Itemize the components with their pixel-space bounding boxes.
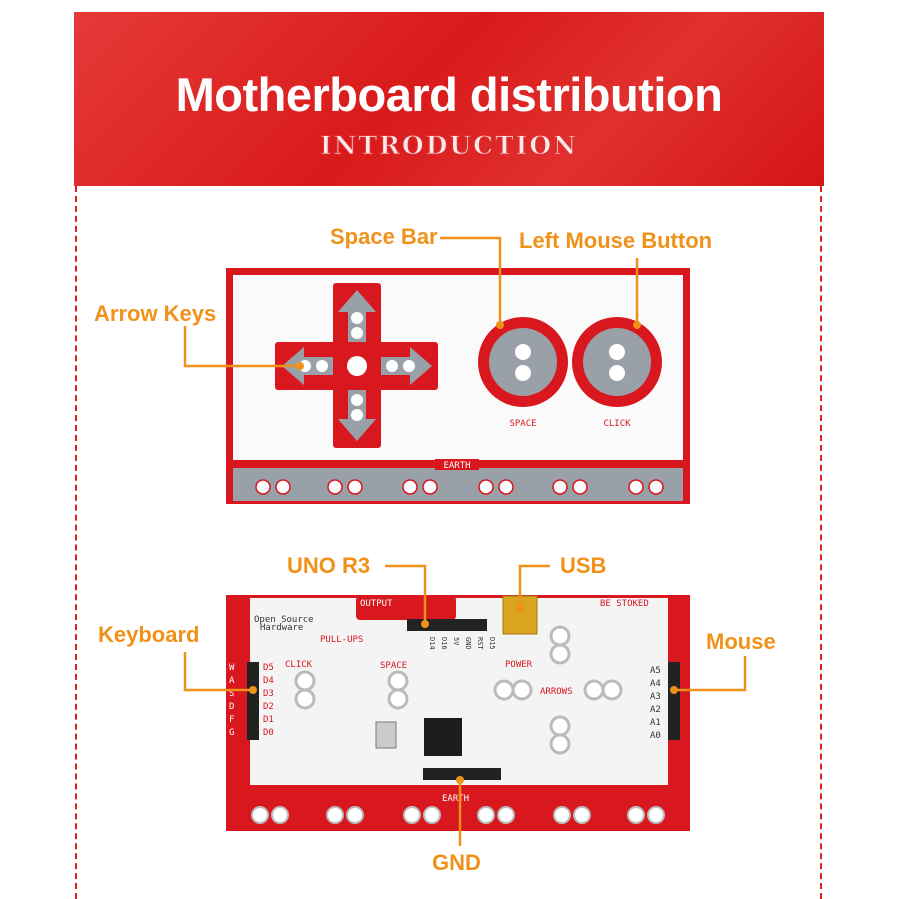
svg-text:A3: A3 [650, 692, 661, 702]
svg-text:A4: A4 [650, 679, 661, 689]
pads [294, 625, 623, 755]
svg-text:D: D [229, 702, 234, 712]
gnd-header [423, 768, 501, 780]
keyboard-header [247, 662, 259, 740]
microcontroller-chip [424, 718, 462, 756]
space-silk: SPACE [509, 419, 536, 429]
callout-lines [183, 236, 747, 846]
hardware-silk: Hardware [260, 623, 303, 633]
earth-pads [255, 479, 664, 495]
click-pad [572, 317, 662, 407]
space-pad [478, 317, 568, 407]
svg-text:D2: D2 [263, 702, 274, 712]
callout-usb: USB [560, 553, 607, 578]
power-silk: POWER [505, 660, 533, 670]
svg-text:A: A [229, 676, 235, 686]
callout-arrow-keys: Arrow Keys [94, 301, 217, 326]
callout-space-bar: Space Bar [330, 224, 438, 249]
pull-ups-silk: PULL-UPS [320, 635, 363, 645]
callout-gnd: GND [432, 850, 481, 875]
svg-text:D5: D5 [263, 663, 274, 673]
header-banner: Motherboard distribution INTRODUCTION [74, 12, 824, 186]
key-letters: W A S D F G [229, 663, 235, 738]
earth-silk: EARTH [443, 461, 470, 471]
space-silk-bottom: SPACE [380, 661, 407, 671]
earth-silk-bottom: EARTH [442, 794, 469, 804]
page-title: Motherboard distribution [175, 68, 723, 121]
right-dashed-border [820, 186, 822, 899]
svg-text:A5: A5 [650, 666, 661, 676]
svg-text:F: F [229, 715, 234, 725]
callout-uno-r3: UNO R3 [287, 553, 371, 578]
svg-text:D4: D4 [263, 676, 274, 686]
svg-text:D1: D1 [263, 715, 274, 725]
left-dashed-border [75, 186, 77, 899]
open-source-silk: Open Source [254, 615, 314, 625]
callout-mouse: Mouse [706, 629, 776, 654]
uno-header [407, 619, 487, 631]
top-board: SPACE CLICK EARTH [226, 268, 690, 504]
page-subtitle: INTRODUCTION [319, 131, 578, 161]
bottom-board: OUTPUT Open Source Hardware PULL-UPS CLI… [226, 595, 690, 831]
mouse-header [668, 662, 680, 740]
usb-connector [502, 595, 538, 635]
svg-text:W: W [229, 663, 235, 673]
svg-text:RST: RST [476, 637, 484, 650]
earth-pads-bottom [251, 806, 665, 824]
callout-left-mouse-button: Left Mouse Button [519, 228, 713, 253]
svg-text:GND: GND [464, 637, 472, 650]
svg-text:D16: D16 [440, 637, 448, 650]
digital-pin-labels: D5 D4 D3 D2 D1 D0 [263, 663, 274, 738]
svg-text:D14: D14 [428, 637, 436, 650]
click-silk: CLICK [603, 419, 631, 429]
svg-text:A1: A1 [650, 718, 661, 728]
be-stoked-silk: BE STOKED [600, 599, 649, 609]
svg-text:D3: D3 [263, 689, 274, 699]
svg-text:D0: D0 [263, 728, 274, 738]
svg-text:D15: D15 [488, 637, 496, 650]
svg-text:A2: A2 [650, 705, 661, 715]
arrow-keys-pad [275, 283, 438, 448]
svg-text:5V: 5V [452, 637, 460, 646]
svg-text:S: S [229, 689, 234, 699]
svg-text:G: G [229, 728, 234, 738]
analog-pin-labels: A5 A4 A3 A2 A1 A0 [650, 666, 661, 741]
crystal [375, 721, 397, 749]
output-silk: OUTPUT [360, 599, 393, 609]
callout-dots [249, 321, 678, 784]
click-silk-bottom: CLICK [285, 660, 313, 670]
svg-text:A0: A0 [650, 731, 661, 741]
header-pin-labels: D14 D16 5V GND RST D15 [428, 637, 496, 650]
arrows-silk: ARROWS [540, 687, 573, 697]
callout-keyboard: Keyboard [98, 622, 200, 647]
